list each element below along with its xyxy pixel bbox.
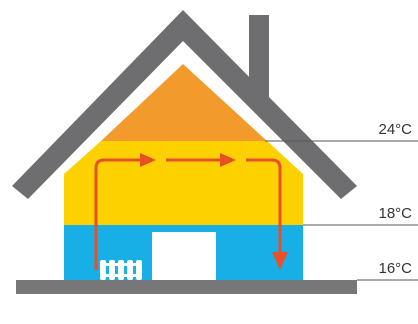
temperature-label-16: 16°C [378,260,412,277]
temperature-label-18: 18°C [378,205,412,222]
ground [16,280,357,294]
temperature-label-24: 24°C [378,121,412,138]
warm-zone [64,141,303,225]
door [152,232,216,280]
